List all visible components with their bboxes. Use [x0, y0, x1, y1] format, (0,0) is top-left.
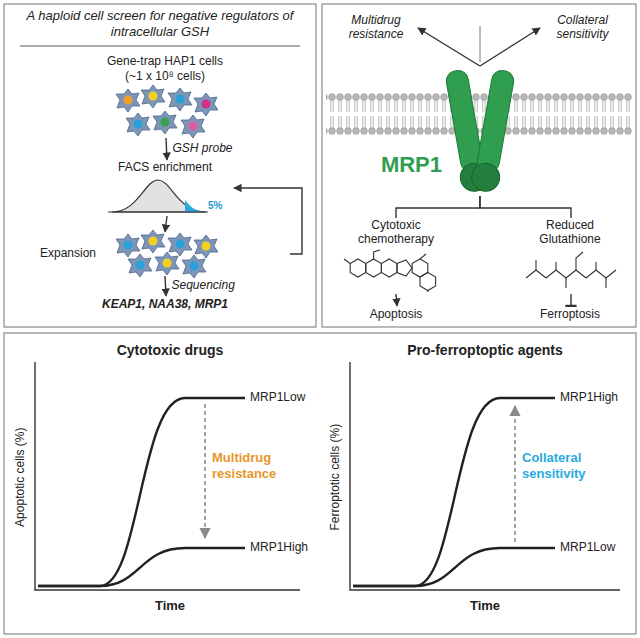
node-text: FACS enrichment	[100, 160, 230, 174]
node-text: Multidrug resistance	[336, 13, 416, 42]
edge-label: Sequencing	[172, 278, 235, 292]
chart-title: Cytotoxic drugs	[50, 342, 290, 359]
connector	[165, 276, 166, 296]
cell-death-label: Apoptosis	[356, 306, 438, 323]
edge-label: GSH probe	[173, 141, 233, 155]
cell-group: Gene-trap HAP1 cells(~1 x 10⁸ cells)	[90, 54, 242, 138]
glutathione-structure	[526, 252, 616, 288]
outcome-label: Multidrug resistance	[336, 12, 418, 44]
connector	[166, 138, 167, 160]
node-text: Expansion	[40, 246, 108, 260]
connector	[396, 294, 397, 306]
connector	[418, 28, 480, 66]
connector	[480, 28, 540, 66]
panel-frame	[322, 4, 636, 327]
connector	[165, 216, 167, 232]
cell-population	[116, 85, 218, 138]
chart-title: Pro-ferroptoptic agents	[360, 342, 610, 359]
node-text: Gene-trap HAP1 cells	[90, 54, 240, 68]
substrate-drug: Cytotoxic chemotherapy	[336, 218, 456, 294]
curve-label: MRP1Low	[560, 540, 626, 554]
shift-arrow	[205, 404, 515, 542]
panel-frame	[4, 4, 316, 327]
cell-death-label: Ferroptosis	[530, 306, 612, 323]
chart-axes	[35, 362, 620, 590]
expanded-cells	[116, 230, 218, 278]
connector	[396, 196, 480, 218]
axis-label: Time	[425, 598, 545, 614]
effect-label: Collateral sensitivity	[522, 450, 614, 481]
node-text: Cytotoxic chemotherapy	[346, 218, 446, 247]
node-text: Ferroptosis	[530, 307, 610, 321]
time-course-curves	[38, 398, 555, 586]
node-text: Apoptosis	[356, 307, 436, 321]
substrate-gsh: Reduced Glutathione	[520, 218, 622, 294]
lipid-bilayer	[326, 93, 632, 135]
connector	[570, 294, 571, 306]
expansion-step: Expansion	[40, 232, 290, 276]
node-text: MRP1	[372, 152, 442, 178]
node-text: Reduced Glutathione	[520, 218, 620, 247]
panel-heading: A haploid cell screen for negative regul…	[14, 8, 306, 39]
facs-histogram	[108, 180, 208, 212]
camptothecin-structure	[344, 250, 436, 292]
transporter: MRP1	[372, 66, 512, 196]
divider-line	[480, 26, 481, 62]
title-underline	[20, 46, 300, 47]
connector	[234, 188, 302, 254]
node-text: KEAP1, NAA38, MRP1	[65, 297, 265, 311]
curve-label: MRP1Low	[250, 390, 312, 404]
facs-step: FACS enrichment 5%	[100, 160, 234, 216]
curve-label: MRP1High	[560, 390, 626, 404]
mrp1-protein	[442, 68, 518, 193]
axis-label: Ferroptotic cells (%)	[328, 402, 342, 552]
panel-frame	[4, 333, 636, 634]
effect-label: Multidrug resistance	[212, 450, 298, 481]
outcome-label: Collateral sensitivity	[540, 12, 627, 44]
node-subtext: 5%	[208, 200, 232, 212]
axis-label: Time	[110, 598, 230, 614]
axis-label: Apoptotic cells (%)	[13, 402, 27, 552]
node-text: Collateral sensitivity	[540, 13, 625, 42]
hit-genes: KEAP1, NAA38, MRP1	[65, 296, 267, 314]
connector	[480, 196, 571, 218]
curve-label: MRP1High	[250, 540, 312, 554]
node-subtext: (~1 x 10⁸ cells)	[90, 69, 240, 83]
